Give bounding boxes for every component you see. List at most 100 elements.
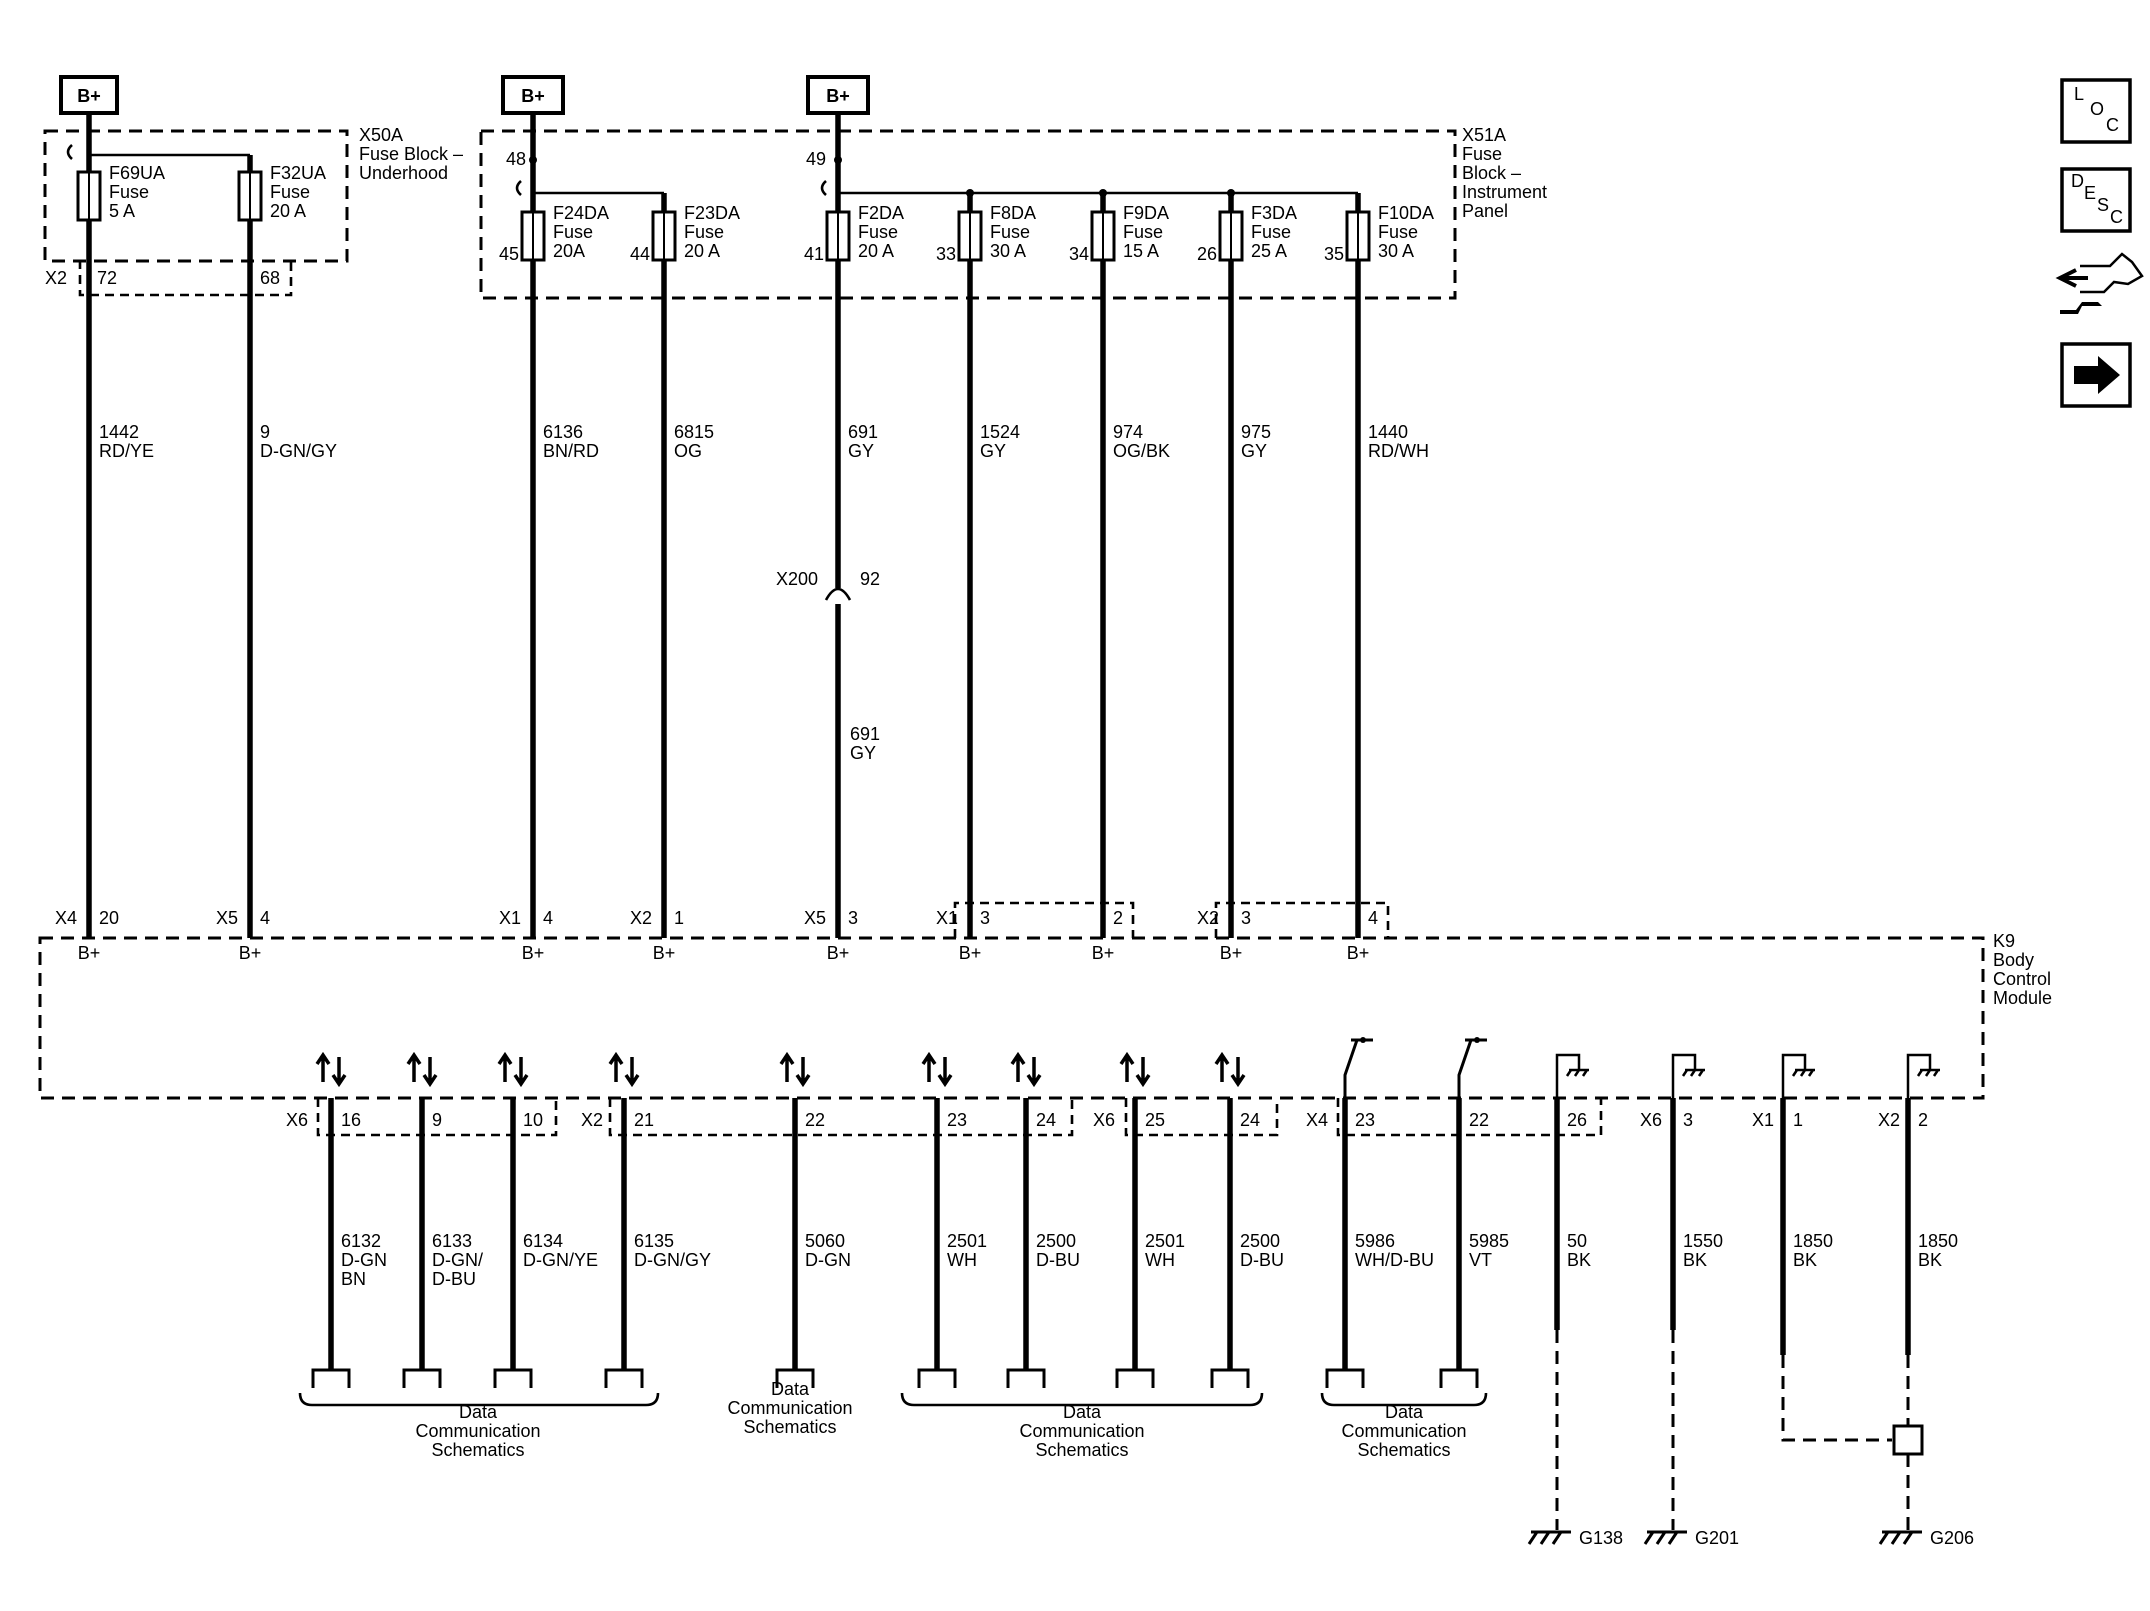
switch-icon xyxy=(1457,1037,1487,1098)
bottom-connector-id: X6 xyxy=(1093,1110,1115,1130)
data-comm-label: Schematics xyxy=(1357,1440,1450,1460)
upper-wire-labels: 1442RD/YE9D-GN/GY6136BN/RD6815OG691GY152… xyxy=(99,422,1429,461)
bottom-connector-id: X4 xyxy=(1306,1110,1328,1130)
wire-color-label: D-GN/ xyxy=(432,1250,483,1270)
svg-text:C: C xyxy=(2106,115,2119,135)
next-page-button[interactable] xyxy=(2060,342,2132,408)
wire-circuit-label: 5986 xyxy=(1355,1231,1395,1251)
bcm-input-label: B+ xyxy=(653,943,676,963)
data-comm-labels: DataCommunicationSchematicsDataCommunica… xyxy=(415,1379,1466,1460)
bcm-output-pin: 24 xyxy=(1036,1110,1056,1130)
bcm-output-pin: 23 xyxy=(947,1110,967,1130)
bidirectional-arrow-icon xyxy=(315,1051,347,1088)
bcm-input-pin: 4 xyxy=(260,908,270,928)
wire-circuit-label: 2501 xyxy=(947,1231,987,1251)
connector-terminal-icon xyxy=(493,1368,533,1388)
connector-terminal-icon xyxy=(1006,1368,1046,1388)
body-control-module-outline xyxy=(38,936,1985,1100)
wire-color-label: GY xyxy=(980,441,1006,461)
bcm-output-pin: 26 xyxy=(1567,1110,1587,1130)
bcm-output-pin: 3 xyxy=(1683,1110,1693,1130)
bcm-output-pin: 1 xyxy=(1793,1110,1803,1130)
x200-pin: 92 xyxy=(860,569,880,589)
wire-color-label: GY xyxy=(1241,441,1267,461)
fuse-rating: 20 A xyxy=(858,241,894,261)
connector-terminal-icon xyxy=(1325,1368,1365,1388)
x51a-desc-line: Fuse xyxy=(1462,144,1502,164)
bidirectional-arrow-icon xyxy=(779,1051,811,1088)
wire-circuit-label: 6133 xyxy=(432,1231,472,1251)
connector-terminal-icon xyxy=(311,1368,351,1388)
wire-circuit-label: 1550 xyxy=(1683,1231,1723,1251)
data-comm-brace xyxy=(1320,1392,1488,1407)
bcm-input-connector: X1 xyxy=(936,908,958,928)
x50a-desc-line: Underhood xyxy=(359,163,448,183)
x50a-pin: 68 xyxy=(260,268,280,288)
wire-crossover-mark xyxy=(66,144,73,160)
bcm-input-pin: 4 xyxy=(543,908,553,928)
data-comm-label: Communication xyxy=(1341,1421,1466,1441)
data-comm-label: Communication xyxy=(415,1421,540,1441)
bidirectional-arrow-icon xyxy=(406,1051,438,1088)
fuse-pin: 41 xyxy=(804,244,824,264)
wire-circuit-label: 6132 xyxy=(341,1231,381,1251)
bcm-input-connector: X2 xyxy=(630,908,652,928)
bcm-x6b-connector-outline xyxy=(1124,1098,1279,1137)
wire-circuit-label: 5985 xyxy=(1469,1231,1509,1251)
bidirectional-arrow-icon xyxy=(1214,1051,1246,1088)
fuse-name: F24DA xyxy=(553,203,609,223)
bcm-x2-connector-outline xyxy=(1214,901,1390,938)
connector-terminal-icon xyxy=(775,1368,815,1388)
bidirectional-arrow-icon xyxy=(1010,1051,1042,1088)
wire-color-label: D-GN/YE xyxy=(523,1250,598,1270)
fuse-pin: 44 xyxy=(630,244,650,264)
fuse-type: Fuse xyxy=(1378,222,1418,242)
description-view-button[interactable]: D E S C xyxy=(2060,167,2132,233)
x50a-pin: 72 xyxy=(97,268,117,288)
bcm-output-pin: 10 xyxy=(523,1110,543,1130)
wire-circuit-label: 6135 xyxy=(634,1231,674,1251)
bcm-input-label: B+ xyxy=(959,943,982,963)
bcm-input-connector: X4 xyxy=(55,908,77,928)
data-comm-label: Schematics xyxy=(1035,1440,1128,1460)
fuse-name: F9DA xyxy=(1123,203,1169,223)
wire-color-label: BK xyxy=(1567,1250,1591,1270)
wire-color-label: D-BU xyxy=(432,1269,476,1289)
location-view-button[interactable]: L O C xyxy=(2060,78,2132,144)
bidirectional-arrow-icon xyxy=(608,1051,640,1088)
internal-ground-icon xyxy=(1906,1053,1940,1098)
wire-color-label: BK xyxy=(1793,1250,1817,1270)
bcm-input-pin: 20 xyxy=(99,908,119,928)
x51a-desc-line: Instrument xyxy=(1462,182,1547,202)
battery-label: B+ xyxy=(77,86,101,106)
connector-end-view-icon[interactable] xyxy=(2055,252,2144,314)
fuse-type: Fuse xyxy=(858,222,898,242)
connector-terminal-icon xyxy=(1439,1368,1479,1388)
bcm-x2-bottom-connector-outline xyxy=(608,1098,1074,1137)
fuse-type: Fuse xyxy=(684,222,724,242)
x50a-id: X50A xyxy=(359,125,403,145)
x50a-connector-id: X2 xyxy=(45,268,67,288)
svg-text:C: C xyxy=(2110,207,2123,227)
wire-color-label: OG/BK xyxy=(1113,441,1170,461)
connector-terminal-icon xyxy=(917,1368,957,1388)
wire-circuit-label: 6815 xyxy=(674,422,714,442)
wire-circuit-label: 2501 xyxy=(1145,1231,1185,1251)
bcm-input-connector: X2 xyxy=(1197,908,1219,928)
x51a-desc-line: Panel xyxy=(1462,201,1508,221)
battery-label: B+ xyxy=(826,86,850,106)
fuse-type: Fuse xyxy=(1123,222,1163,242)
module-desc-line: Control xyxy=(1993,969,2051,989)
connector-terminal-icon xyxy=(1115,1368,1155,1388)
wire-color-label: WH xyxy=(947,1250,977,1270)
wire-color-label: WH xyxy=(1145,1250,1175,1270)
bcm-input-label: B+ xyxy=(1220,943,1243,963)
bcm-input-label: B+ xyxy=(239,943,262,963)
